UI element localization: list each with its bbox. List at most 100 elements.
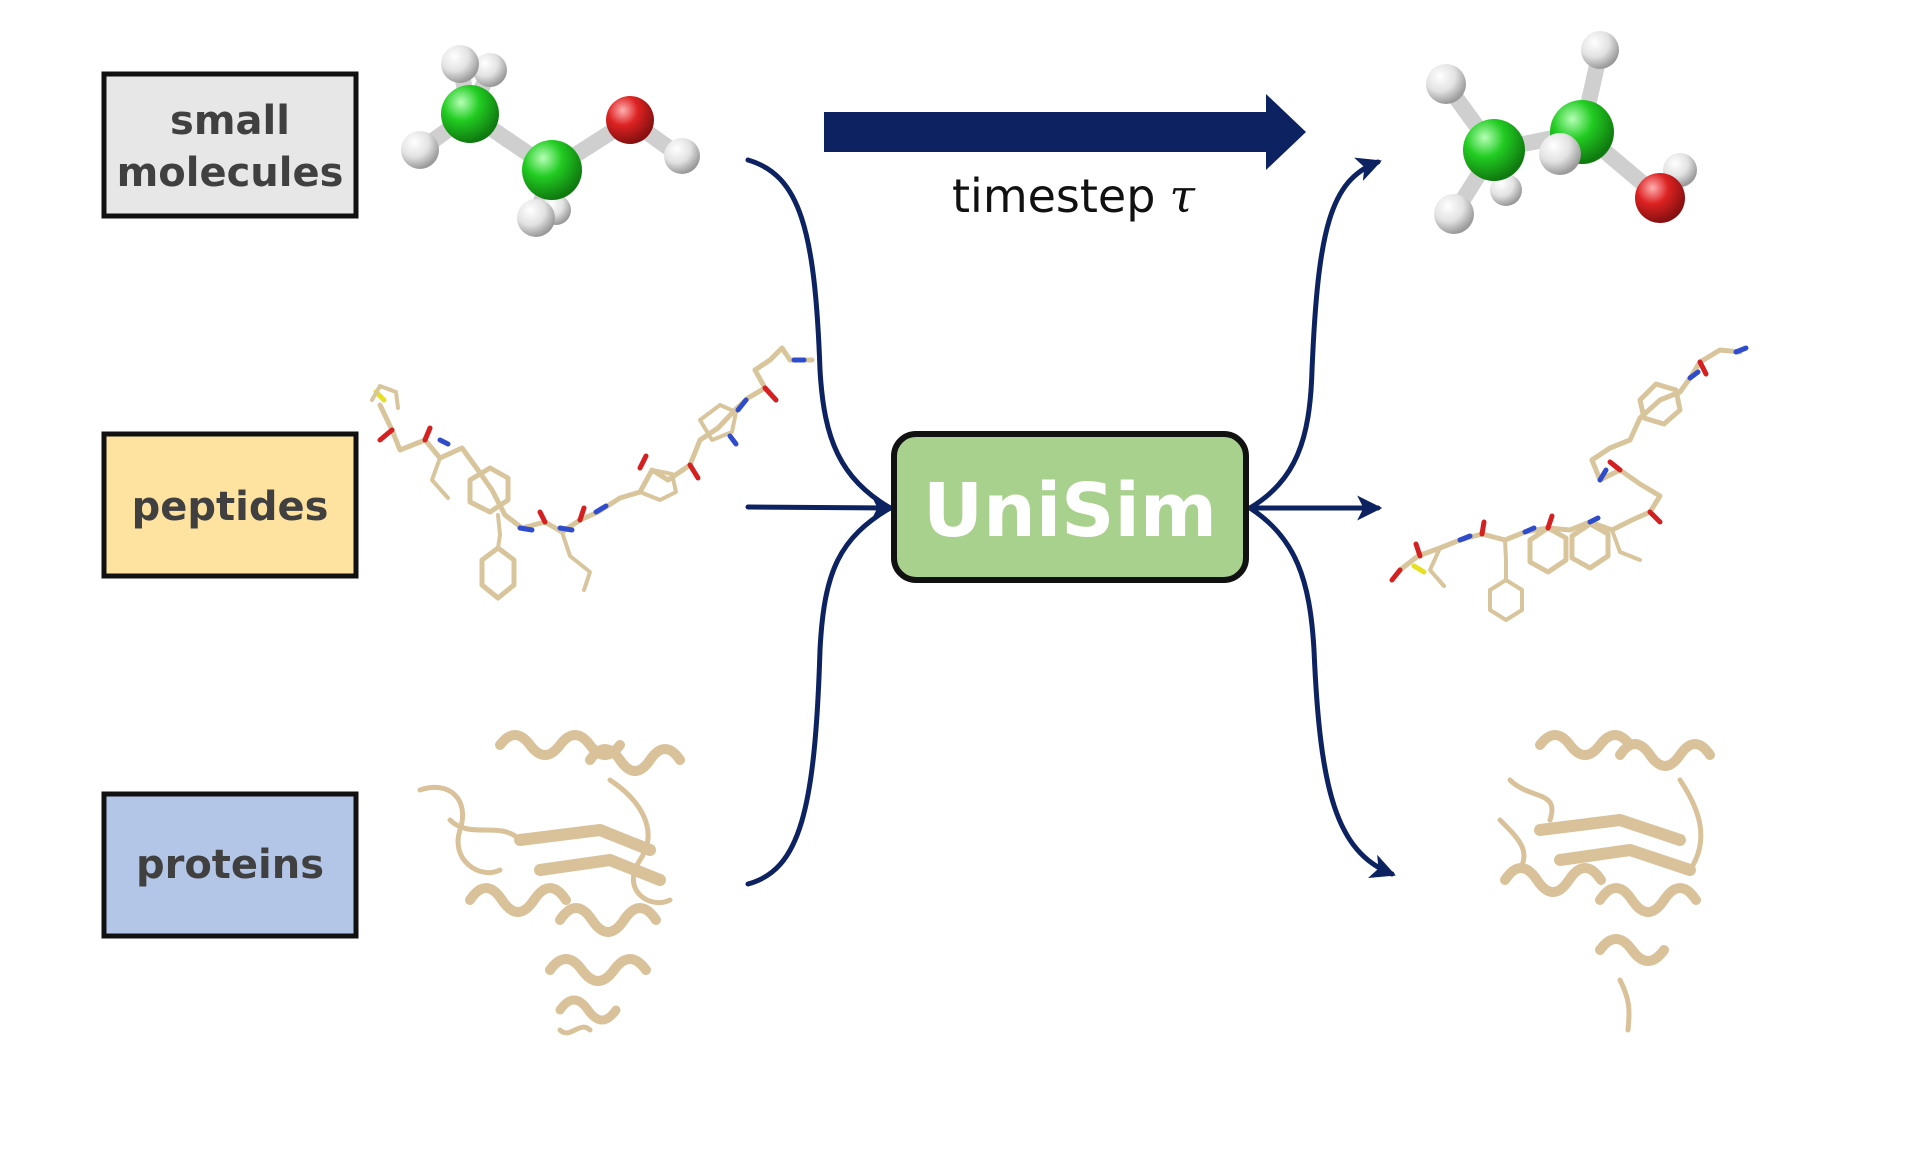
peptide-sidechain (1610, 528, 1642, 562)
peptide-oxygen (577, 505, 587, 523)
hydrogen-atom (1539, 133, 1581, 175)
hydrogen-atom (1581, 31, 1619, 69)
category-box-peptides (101, 431, 359, 579)
peptide-ring (1527, 525, 1569, 575)
peptide-oxygen (1607, 459, 1623, 473)
peptide-output-icon (1389, 345, 1749, 622)
peptide-sidechain (496, 513, 502, 550)
hydrogen-atom (401, 131, 439, 169)
peptide-nitrogen (1733, 345, 1749, 355)
peptide-ring (698, 403, 738, 442)
peptide-sidechain (1503, 538, 1508, 582)
category-proteins: proteins (101, 791, 359, 939)
peptide-nitrogen (517, 525, 535, 533)
protein-strand (1534, 814, 1686, 846)
peptide-oxygen (1479, 519, 1487, 537)
protein-strand (1554, 844, 1696, 876)
protein-helix (1595, 934, 1669, 966)
protein-loop (1507, 777, 1555, 823)
peptide-nitrogen (437, 437, 451, 447)
protein-loop (417, 784, 503, 876)
peptide-icon (370, 345, 815, 601)
category-label-proteins: proteins (136, 842, 324, 888)
peptide-nitrogen (1457, 533, 1473, 543)
category-peptides: peptides (101, 431, 359, 579)
timestep-label: timestep (952, 169, 1155, 223)
peptide-oxygen (377, 427, 395, 443)
carbon-atom (1463, 119, 1525, 181)
peptide-ring (467, 465, 511, 515)
peptide-sidechain (1428, 546, 1446, 588)
peptide-oxygen (637, 453, 649, 471)
category-label-small: small (170, 98, 290, 144)
timestep-text: timestep τ (952, 169, 1196, 223)
peptide-oxygen (687, 462, 701, 481)
protein-loop (1497, 817, 1527, 873)
peptide-nitrogen (1597, 467, 1609, 483)
peptide-oxygen (537, 509, 548, 525)
protein-strand (534, 854, 666, 886)
hydrogen-atom (1434, 194, 1474, 234)
hydrogen-atom (473, 53, 507, 87)
carbon-atom (522, 140, 582, 200)
protein-helix (1535, 730, 1635, 760)
timestep-symbol: τ (1169, 169, 1196, 223)
protein-helix (555, 903, 661, 937)
category-box-small-molecules (101, 71, 359, 219)
peptide-backbone (377, 345, 815, 535)
peptide-ring (638, 468, 678, 502)
category-small-molecules: small molecules (101, 71, 359, 219)
peptide-nitrogen (1522, 525, 1537, 535)
peptide-ring (479, 545, 517, 601)
peptide-nitrogen (593, 503, 609, 515)
peptide-sidechain (430, 456, 450, 500)
peptide-nitrogen (735, 397, 749, 413)
hydrogen-atom (1490, 174, 1522, 206)
small-molecule-output-icon (1426, 31, 1697, 234)
protein-strand (514, 824, 656, 856)
hydrogen-atom (1426, 64, 1466, 104)
hydrogen-atom (517, 199, 555, 237)
peptide-sulfur-ring (370, 384, 400, 410)
peptide-backbone (1397, 347, 1743, 573)
protein-loop (607, 777, 673, 906)
protein-helix (1615, 739, 1715, 771)
peptide-oxygen (1647, 509, 1663, 525)
flow-arrow-peptides (745, 495, 897, 521)
peptide-ring (1488, 578, 1524, 622)
peptide-oxygen (422, 425, 433, 443)
oxygen-atom (606, 96, 654, 144)
peptide-sidechain (560, 530, 592, 592)
protein-helix (555, 995, 621, 1025)
peptide-ring (1569, 521, 1611, 571)
hydrogen-atom (441, 45, 479, 83)
peptide-nitrogen (557, 525, 575, 533)
flow-arrow-proteins (745, 505, 893, 887)
protein-loop (1617, 977, 1632, 1033)
protein-loop (447, 817, 523, 843)
protein-helix (1595, 883, 1701, 917)
peptide-oxygen (1697, 359, 1709, 377)
flow-arrow-out-proteins (1247, 505, 1396, 878)
protein-loop (557, 1024, 593, 1036)
category-label-molecules: molecules (117, 150, 344, 196)
protein-helix (585, 744, 685, 776)
protein-helix (465, 883, 571, 917)
flow-arrow-out-small-molecules (1247, 157, 1382, 511)
hydrogen-atom (664, 138, 700, 174)
timestep-arrow-shape (824, 94, 1306, 170)
peptide-nitrogen (1687, 369, 1701, 381)
timestep-arrow: timestep τ (824, 94, 1306, 223)
category-box-proteins (101, 791, 359, 939)
category-label-peptides: peptides (132, 484, 329, 530)
flow-arrow-small-molecules (745, 157, 893, 511)
unisim-model: UniSim (891, 431, 1249, 583)
protein-helix (545, 954, 651, 986)
unisim-label: UniSim (923, 468, 1217, 554)
protein-loop (1677, 777, 1704, 873)
small-molecule-icon (401, 45, 700, 237)
oxygen-atom (1635, 173, 1685, 223)
unisim-box (891, 431, 1249, 583)
peptide-nitrogen (727, 433, 739, 447)
